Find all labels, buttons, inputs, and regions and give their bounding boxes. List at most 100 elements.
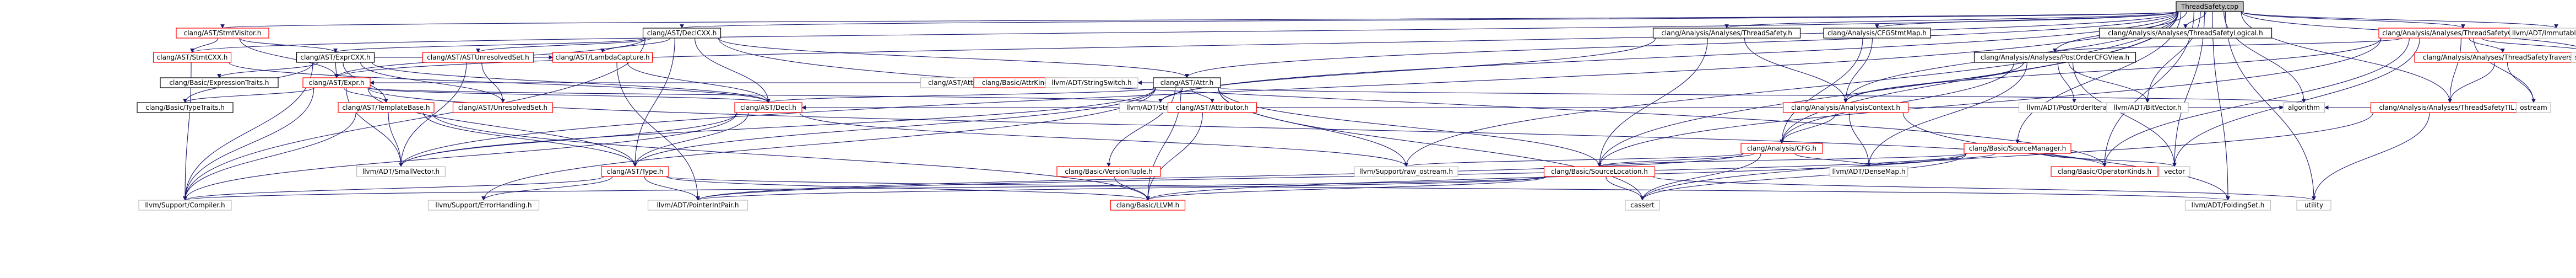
graph-node-stmtvisitor[interactable]: clang/AST/StmtVisitor.h — [176, 28, 269, 39]
graph-edge-root-to-tslogical — [2183, 11, 2206, 29]
graph-node-decl[interactable]: clang/AST/Decl.h — [734, 102, 802, 113]
nodes-layer: ThreadSafety.cpp clang/AST/StmtVisitor.h c… — [137, 1, 2576, 211]
graph-node-sourcelocation[interactable]: clang/Basic/SourceLocation.h — [1543, 166, 1656, 177]
graph-node-box — [160, 77, 279, 88]
graph-edge-sourcemanager-to-densemap — [1867, 153, 1996, 167]
graph-node-unresolvedsetast[interactable]: clang/AST/UnresolvedSet.h — [452, 102, 554, 113]
graph-node-box — [2159, 166, 2190, 177]
graph-node-tscommon[interactable]: clang/Analysis/Analyses/ThreadSafetyComm… — [2378, 28, 2548, 39]
graph-node-label: llvm/Support/Compiler.h — [145, 201, 225, 209]
graph-node-tstil[interactable]: clang/Analysis/Analyses/ThreadSafetyTIL.… — [2370, 102, 2530, 113]
graph-node-box — [176, 28, 269, 39]
graph-edge-templatebase-to-llvmh — [431, 112, 1150, 201]
graph-node-analysiscontext[interactable]: clang/Analysis/AnalysisContext.h — [1782, 102, 1909, 113]
graph-node-lambdacapture[interactable]: clang/AST/LambdaCapture.h — [552, 52, 653, 63]
graph-edge-tscommon-to-ostream — [2473, 38, 2536, 103]
graph-node-label: clang/AST/Expr.h — [308, 79, 364, 87]
graph-node-box — [302, 77, 371, 88]
graph-node-box — [2184, 200, 2271, 211]
graph-node-llvmh[interactable]: clang/Basic/LLVM.h — [1110, 200, 1186, 211]
graph-node-expressiontraits[interactable]: clang/Basic/ExpressionTraits.h — [160, 77, 279, 88]
graph-node-label: clang/AST/Type.h — [607, 168, 664, 175]
graph-edge-expr-to-stringref — [367, 87, 1163, 103]
graph-node-box — [2051, 166, 2159, 177]
graph-node-immutablemap: llvm/ADT/ImmutableMap.h — [2509, 28, 2576, 39]
graph-edge-tscommon-to-sourcelocation — [1597, 38, 2382, 167]
graph-edge-analysiscontext-to-cfg — [1780, 112, 1837, 144]
graph-edge-declcxx-to-exprcxx — [333, 38, 646, 53]
graph-node-label: llvm/ADT/FoldingSet.h — [2192, 201, 2265, 209]
graph-node-box — [1829, 166, 1908, 177]
graph-edge-stmtvisitor-to-expr — [239, 38, 339, 78]
graph-node-algorithm: algorithm — [2282, 102, 2325, 113]
graph-node-label: vector — [2164, 168, 2185, 175]
graph-node-label: llvm/ADT/SmallVector.h — [362, 168, 440, 175]
graph-node-label: clang/AST/Decl.h — [740, 104, 796, 111]
graph-edge-sourcelocation-to-llvmh — [1146, 176, 1547, 201]
graph-node-tstraverse[interactable]: clang/Analysis/Analyses/ThreadSafetyTrav… — [2414, 52, 2576, 63]
graph-node-label: clang/AST/Attr.h — [1160, 79, 1213, 87]
graph-node-box — [1110, 200, 1186, 211]
graph-node-attrkinds[interactable]: clang/Basic/AttrKinds.h — [973, 77, 1067, 88]
graph-node-typetraits[interactable]: clang/Basic/TypeTraits.h — [137, 102, 234, 113]
graph-node-tsafety[interactable]: clang/Analysis/Analyses/ThreadSafety.h — [1652, 28, 1801, 39]
graph-node-box — [1056, 166, 1161, 177]
graph-node-label: clang/AST/StmtCXX.h — [157, 54, 228, 61]
graph-edge-sourcemanager-to-vector — [2041, 153, 2177, 167]
graph-edge-declcxx-to-decl — [695, 38, 771, 103]
graph-node-label: clang/Analysis/CFG.h — [1747, 145, 1816, 152]
graph-edge-postorderview-to-vector — [2073, 62, 2177, 167]
graph-edge-unresolvedset-to-smallvector — [399, 62, 467, 167]
graph-edge-tsafety-to-stringref — [1158, 38, 1656, 103]
graph-node-sourcemanager[interactable]: clang/Basic/SourceManager.h — [1964, 143, 2071, 154]
graph-node-cassert: cassert — [1625, 200, 1660, 211]
graph-node-expr[interactable]: clang/AST/Expr.h — [302, 77, 371, 88]
graph-edge-declcxx-to-unresolvedset — [476, 38, 652, 53]
graph-edge-attr-to-decl — [766, 87, 1156, 103]
graph-edge-stmtvisitor-to-exprcxx — [239, 38, 338, 53]
graph-node-root[interactable]: ThreadSafety.cpp — [2176, 1, 2244, 12]
graph-node-label: clang/Basic/SourceManager.h — [1969, 145, 2067, 152]
graph-node-exprcxx[interactable]: clang/AST/ExprCXX.h — [296, 52, 375, 63]
graph-node-label: clang/AST/Attributor.h — [1176, 104, 1249, 111]
graph-edge-tstil-to-utility — [2312, 112, 2430, 201]
graph-edge-sourcemanager-to-sourcelocation — [1597, 153, 1967, 167]
graph-node-tslogical[interactable]: clang/Analysis/Analyses/ThreadSafetyLogi… — [2098, 28, 2273, 39]
graph-node-box — [2516, 102, 2551, 113]
graph-edge-cfg-to-densemap — [1794, 153, 1871, 167]
graph-node-box — [1625, 200, 1660, 211]
graph-node-postorderview[interactable]: clang/Analysis/Analyses/PostOrderCFGView… — [1973, 52, 2136, 63]
graph-edge-root-to-declcxx — [680, 11, 2179, 29]
graph-node-box — [601, 166, 669, 177]
graph-node-declcxx[interactable]: clang/AST/DeclCXX.h — [642, 28, 722, 39]
graph-node-box — [1652, 28, 1801, 39]
graph-node-templatebase[interactable]: clang/AST/TemplateBase.h — [338, 102, 435, 113]
graph-node-stmtcxx[interactable]: clang/AST/StmtCXX.h — [153, 52, 232, 63]
graph-node-type[interactable]: clang/AST/Type.h — [601, 166, 669, 177]
graph-node-unresolvedset[interactable]: clang/AST/ASTUnresolvedSet.h — [422, 52, 534, 63]
graph-node-box — [2296, 200, 2331, 211]
graph-node-operatorkinds[interactable]: clang/Basic/OperatorKinds.h — [2051, 166, 2159, 177]
graph-edge-tstil-to-cassert — [1640, 112, 2374, 201]
graph-edge-exprcxx-to-expr — [334, 62, 339, 78]
graph-edge-root-to-foldingset — [2212, 11, 2230, 201]
graph-node-box — [1167, 102, 1257, 113]
graph-node-cfg[interactable]: clang/Analysis/CFG.h — [1740, 143, 1823, 154]
graph-node-ostream: ostream — [2516, 102, 2551, 113]
graph-node-attributor[interactable]: clang/AST/Attributor.h — [1167, 102, 1257, 113]
graph-node-compiler: llvm/Support/Compiler.h — [138, 200, 232, 211]
graph-node-label: clang/Analysis/Analyses/ThreadSafetyTIL.… — [2379, 104, 2521, 111]
graph-edge-sourcemanager-to-cassert — [1640, 153, 1967, 201]
graph-node-cfgstmtmap[interactable]: clang/Analysis/CFGStmtMap.h — [1823, 28, 1931, 39]
graph-edge-tscommon-to-tstil — [2448, 38, 2461, 103]
graph-edge-cfg-to-sourcelocation — [1597, 153, 1755, 167]
graph-edge-declcxx-to-attr — [718, 38, 1189, 78]
graph-edge-cfgstmtmap-to-analysiscontext — [1843, 38, 1873, 103]
graph-edge-sourcelocation-to-utility — [1652, 176, 2316, 201]
graph-edge-attr-to-errorhandling — [481, 87, 1156, 201]
graph-edge-type-to-llvmh — [666, 176, 1150, 201]
graph-edge-sourcelocation-to-compiler — [183, 176, 1547, 201]
graph-edge-attr-to-sourcelocation — [1218, 87, 1602, 167]
graph-node-versiontuple[interactable]: clang/Basic/VersionTuple.h — [1056, 166, 1161, 177]
graph-node-attr[interactable]: clang/AST/Attr.h — [1153, 77, 1221, 88]
